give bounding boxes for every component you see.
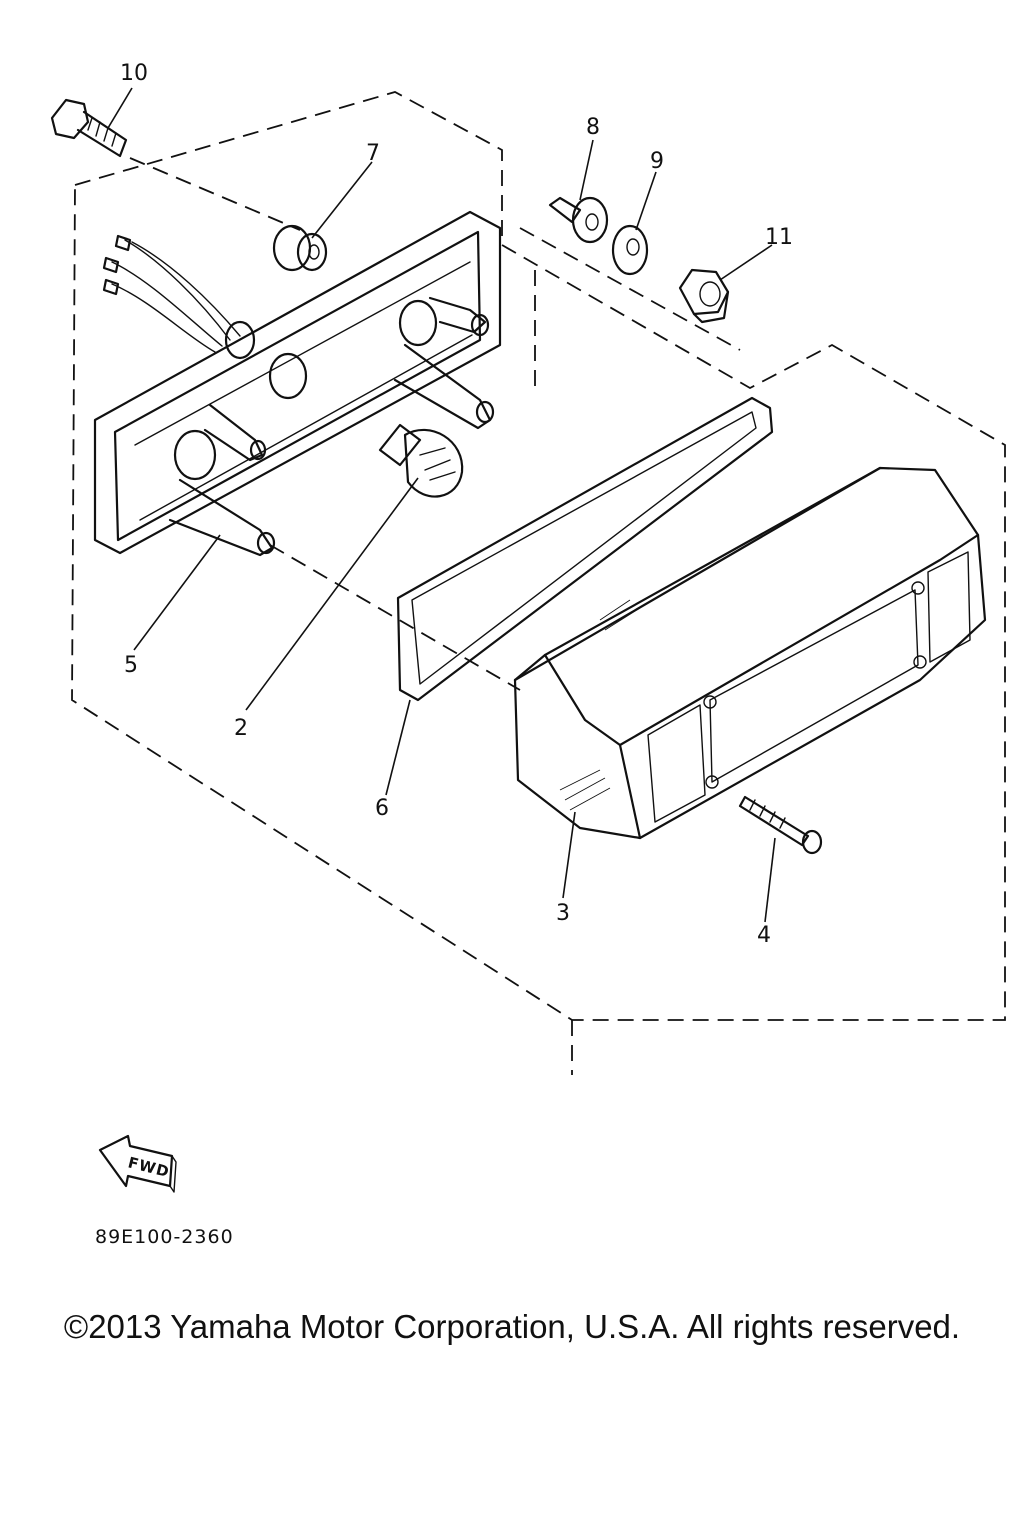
callout-6: 6 [375,796,389,821]
callout-labels: 10 7 8 9 11 5 2 6 3 4 [120,61,793,948]
bulb-part-2 [378,423,464,498]
nut-part-11 [678,268,730,324]
callout-5: 5 [124,653,138,678]
callout-9: 9 [650,149,664,174]
fwd-arrow-icon: FWD [98,1134,177,1193]
copyright-notice: ©2013 Yamaha Motor Corporation, U.S.A. A… [63,1308,961,1345]
bolt-part-10 [50,98,128,158]
callout-8: 8 [586,115,600,140]
callout-3: 3 [556,901,570,926]
washer-part-9 [611,224,649,276]
assembly-outline [71,91,1006,1075]
collar-part-8 [548,196,609,244]
callout-4: 4 [757,923,771,948]
callout-2: 2 [234,716,248,741]
callout-7: 7 [366,141,380,166]
leader-lines [107,87,776,923]
gasket-part-6 [396,396,774,702]
callout-11: 11 [765,225,793,250]
lens-part-3 [513,466,987,840]
lamp-housing-part-5 [93,210,502,557]
part-code: 89E100-2360 [95,1226,234,1248]
callout-10: 10 [120,61,148,86]
grommet-part-7 [272,224,328,272]
screw-part-4 [738,795,823,855]
